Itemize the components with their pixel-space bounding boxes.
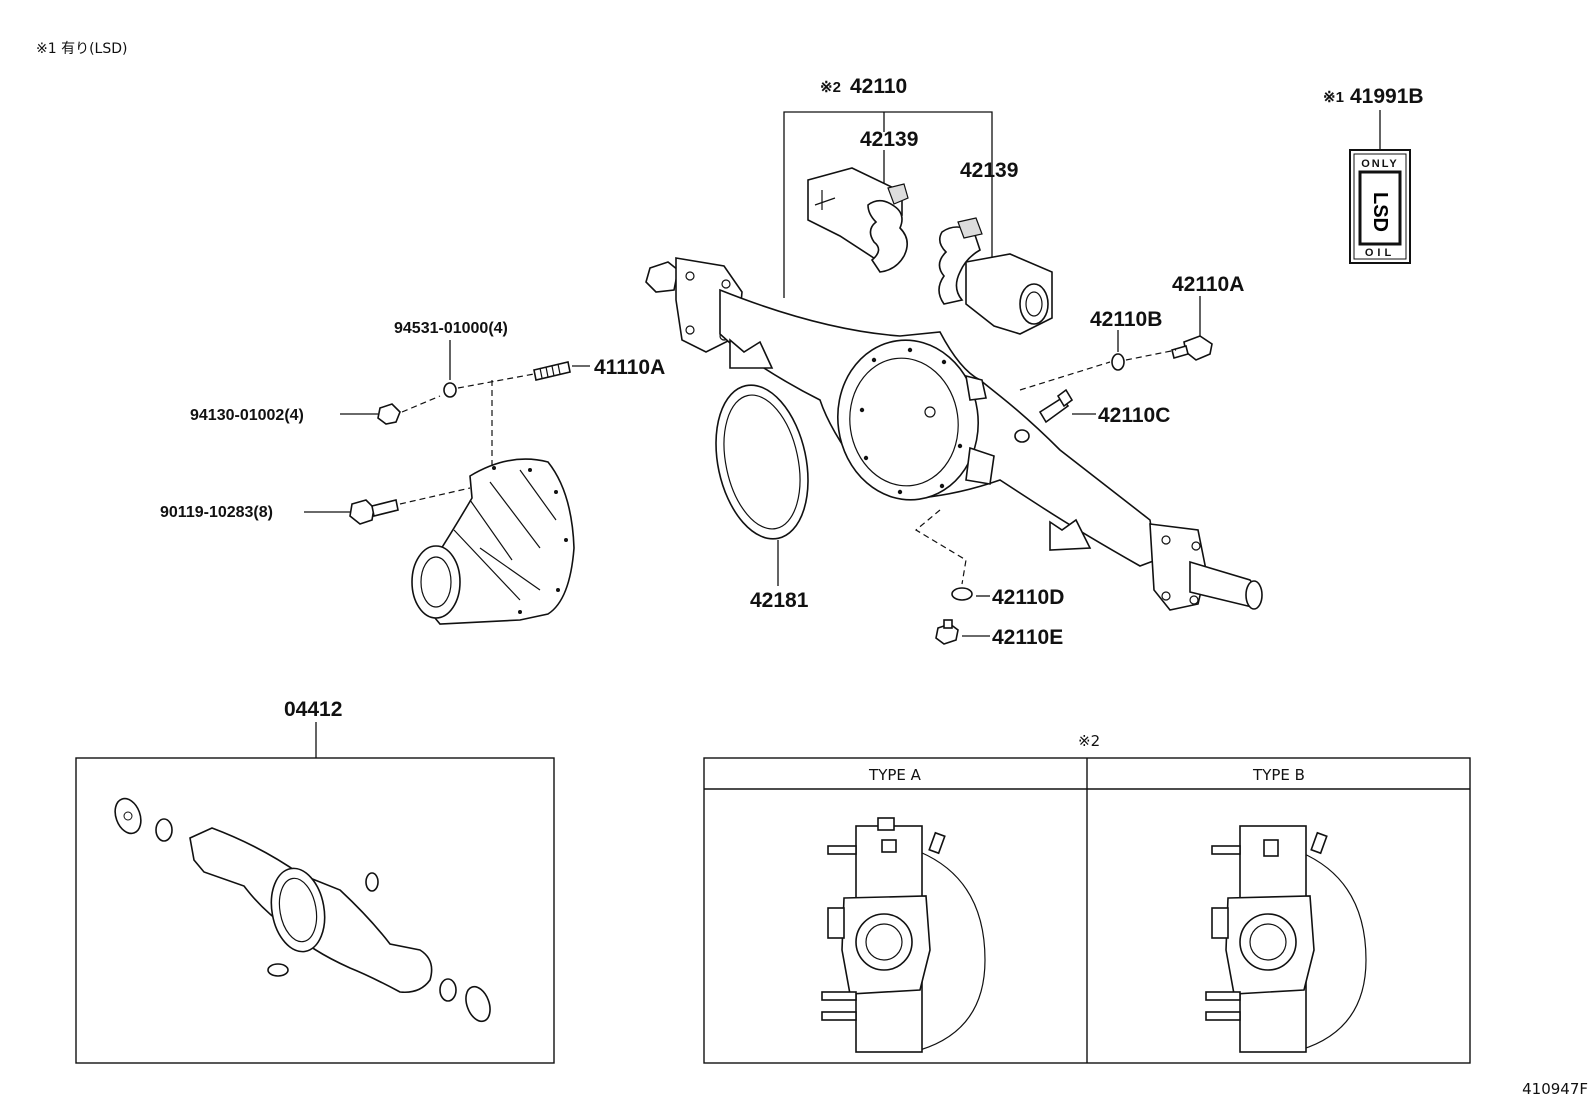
callout-41991B[interactable]: ※1 41991B <box>1323 85 1424 108</box>
ref-mark-1: ※1 <box>1323 89 1344 106</box>
part-number-41991B: 41991B <box>1350 85 1424 108</box>
dash-42110AB <box>1019 349 1177 391</box>
part-number-94130[interactable]: 94130-01002(4) <box>190 407 304 424</box>
part-number-41110A[interactable]: 41110A <box>594 356 665 379</box>
part-number-42110E[interactable]: 42110E <box>992 626 1063 649</box>
type-table-ref: ※2 <box>1078 732 1100 750</box>
kit-04412-parts-icon <box>114 797 491 1023</box>
ref-mark-2: ※2 <box>820 79 841 96</box>
bolt-90119-icon <box>349 499 399 525</box>
nut-94130-icon <box>377 403 401 425</box>
bracket-42110 <box>783 111 993 298</box>
callout-42110[interactable]: ※2 42110 <box>820 75 907 98</box>
part-number-90119[interactable]: 90119-10283(8) <box>160 504 273 521</box>
bolt-42110A-icon <box>1171 335 1213 361</box>
type-b-assembly-icon <box>1205 825 1367 1053</box>
lsd-badge-top: ONLY <box>1361 158 1399 170</box>
type-a-assembly-icon <box>821 817 986 1053</box>
washer-94531-icon <box>443 382 457 398</box>
part-number-42139-left[interactable]: 42139 <box>860 128 918 151</box>
lsd-note: ※1 有り(LSD) <box>36 41 127 57</box>
part-number-42110B[interactable]: 42110B <box>1090 308 1162 331</box>
part-number-42139-right[interactable]: 42139 <box>960 159 1018 182</box>
diagram-reference: 410947F <box>1522 1080 1588 1098</box>
dash-stud <box>401 373 535 413</box>
part-number-42181[interactable]: 42181 <box>750 589 809 612</box>
stud-41110A-icon <box>533 361 571 381</box>
washer-42110B-icon <box>1111 353 1125 371</box>
plug-42110E-icon <box>935 619 959 645</box>
lsd-badge-bottom: OIL <box>1365 247 1395 259</box>
kit-04412-box <box>75 757 555 1064</box>
gasket-icon <box>715 384 809 540</box>
dash-42110D <box>914 509 967 585</box>
part-number-94531[interactable]: 94531-01000(4) <box>394 320 508 337</box>
part-number-42110C[interactable]: 42110C <box>1098 404 1170 427</box>
part-number-42110D[interactable]: 42110D <box>992 586 1064 609</box>
part-number-42110: 42110 <box>850 75 907 98</box>
lsd-oil-label-icon: ONLY LSD OIL <box>1349 149 1411 264</box>
bracket-part-right-icon <box>938 217 1053 335</box>
lsd-badge-middle: LSD <box>1369 192 1391 232</box>
rear-axle-housing-icon <box>645 257 1263 611</box>
type-a-header: TYPE A <box>868 766 922 784</box>
type-b-header: TYPE B <box>1252 766 1305 784</box>
part-number-42110A[interactable]: 42110A <box>1172 273 1244 296</box>
dash-bolt <box>399 487 471 505</box>
part-number-04412[interactable]: 04412 <box>284 698 342 721</box>
gasket-42110D-icon <box>951 587 973 601</box>
bracket-part-left-icon <box>807 167 909 273</box>
differential-carrier-icon <box>411 458 575 625</box>
breather-42110C-icon <box>1014 388 1074 443</box>
